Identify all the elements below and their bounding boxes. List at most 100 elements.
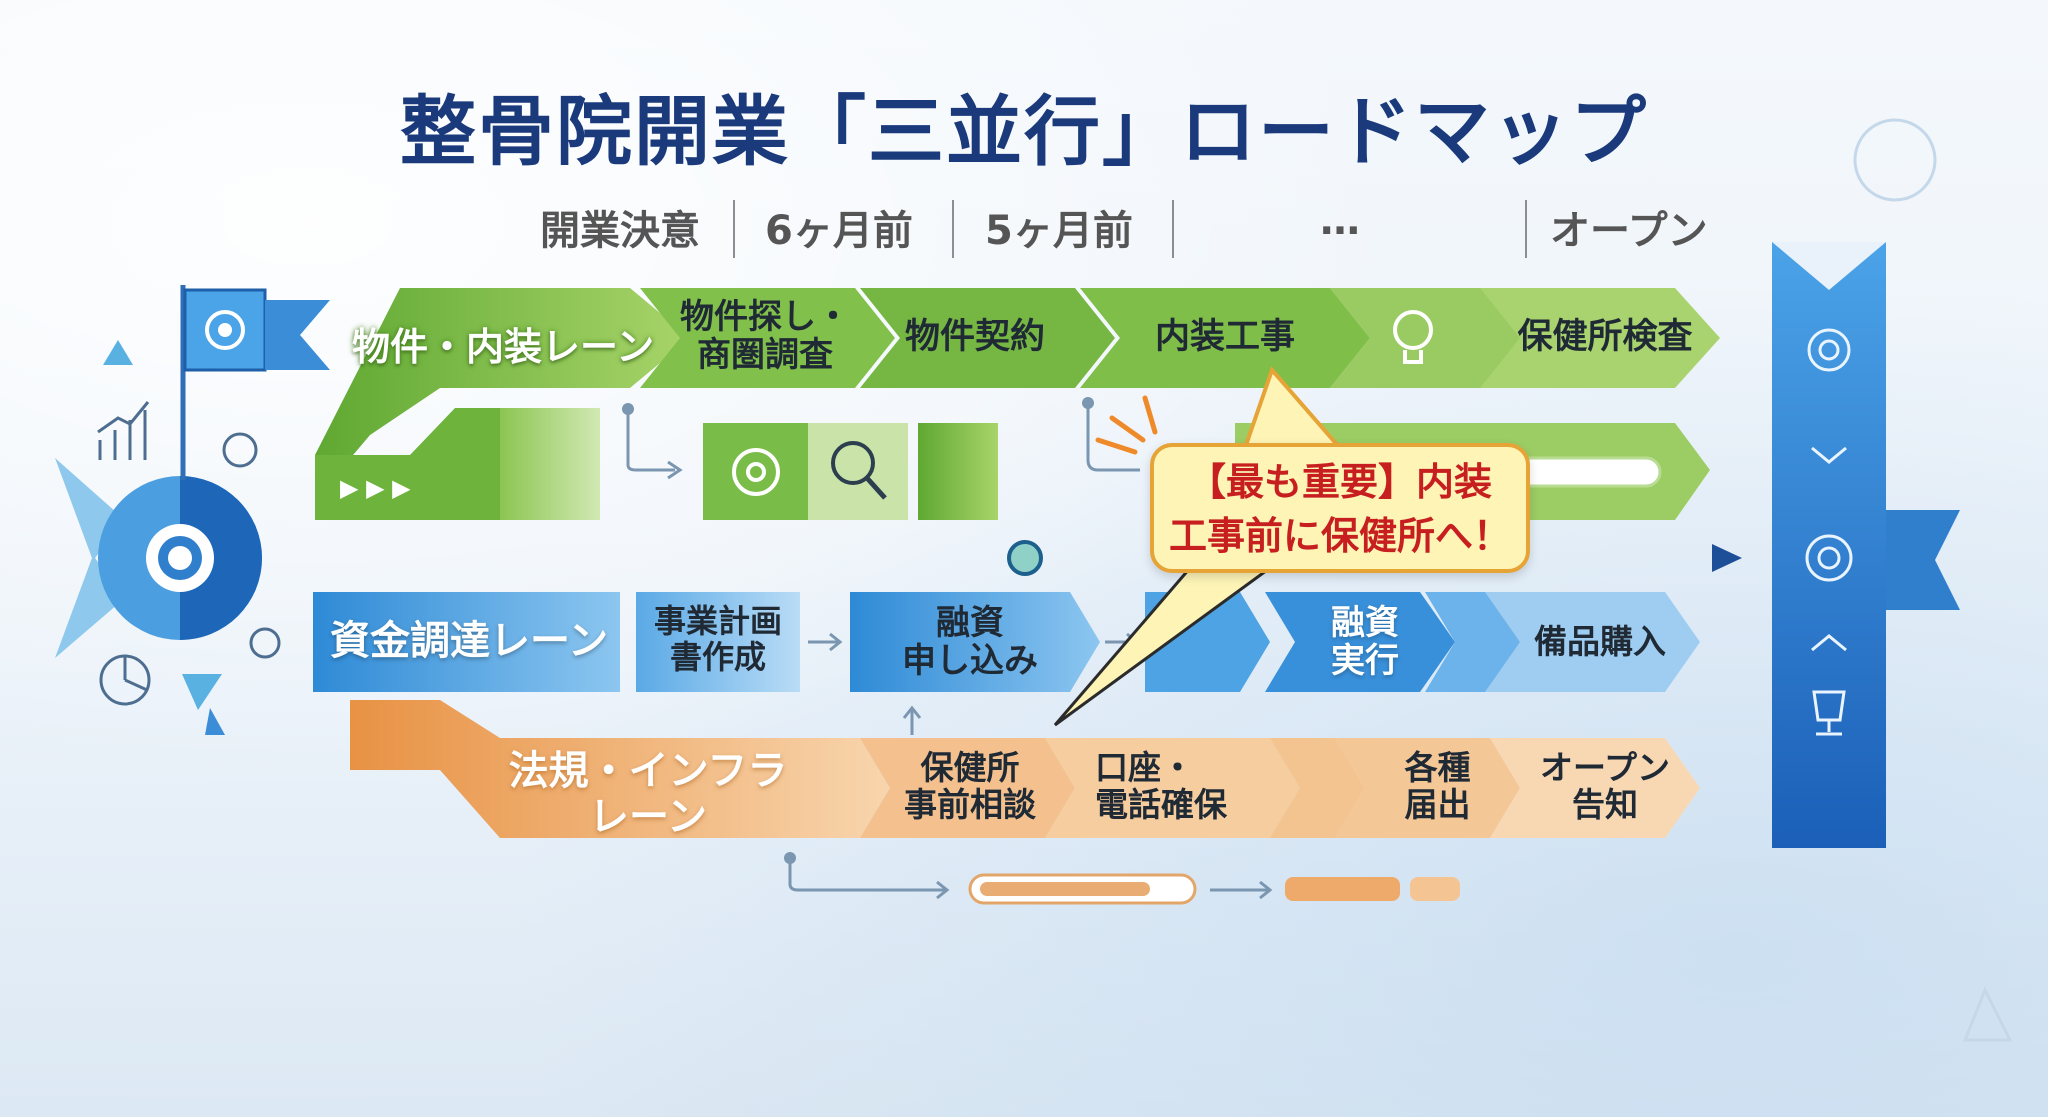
trophy-icon	[1812, 690, 1846, 736]
alert-ray	[1142, 395, 1158, 435]
alert-ray	[1109, 415, 1146, 443]
phase-label: 5ヶ月前	[985, 208, 1133, 254]
arrow-head	[829, 632, 843, 652]
phase-divider	[733, 200, 735, 258]
lane-ribbon	[313, 592, 620, 692]
step-label: 事業計画 書作成	[636, 602, 800, 676]
connector-dot	[784, 852, 796, 864]
step-label-line: オープン	[1539, 748, 1671, 787]
connector-dot	[1082, 397, 1094, 409]
target-icon	[1805, 534, 1853, 582]
magnifier-handle	[865, 476, 887, 500]
step-label: 保健所 事前相談	[880, 748, 1060, 824]
magnifier-icon	[831, 441, 875, 485]
lightbulb-base	[1403, 350, 1423, 364]
lane-block	[500, 408, 600, 520]
milestone-marker	[1007, 540, 1043, 576]
triangle-decor	[182, 674, 222, 710]
step-label-line: 電話確保	[1095, 784, 1227, 824]
trend-line	[97, 401, 150, 434]
step-chevron	[1080, 288, 1370, 388]
bar-chart-icon	[98, 410, 147, 460]
gear-icon	[732, 448, 780, 496]
step-chevron	[1270, 738, 1365, 838]
connector-arrow	[626, 410, 675, 472]
step-chevron	[860, 288, 1115, 388]
phase-label: 6ヶ月前	[765, 208, 913, 254]
start-ring-center	[168, 546, 192, 570]
progress-bar-fill	[980, 882, 1150, 896]
head-gear-icon	[222, 432, 258, 468]
progress-chip	[1410, 877, 1460, 901]
step-label-line: 告知	[1572, 784, 1638, 824]
flag-icon	[180, 285, 330, 480]
step-label-line: 融資	[1331, 603, 1399, 643]
step-label-line: 各種	[1404, 748, 1471, 787]
gear-icon-center	[746, 462, 766, 482]
property-lane-title: 物件・内装レーン	[352, 325, 655, 369]
step-chevron	[1265, 592, 1455, 692]
step-label: 内装工事	[1154, 317, 1295, 357]
legal-lane-title-line: 法規・インフラ	[508, 748, 788, 794]
lane-ribbon	[315, 288, 690, 500]
start-disc-half	[180, 476, 262, 640]
target-icon-ring	[1817, 546, 1841, 570]
step-label: 備品購入	[1534, 622, 1666, 661]
progress-chip	[1285, 877, 1400, 901]
step-chevron	[850, 592, 1100, 692]
step-label-line: 届出	[1404, 784, 1471, 824]
lane-block	[808, 423, 908, 520]
gear-icon-center	[218, 323, 232, 337]
lane-block	[918, 423, 998, 520]
step-label: 融資 実行	[1290, 604, 1440, 680]
phase-label: …	[1320, 198, 1360, 244]
timeline-arrowhead	[1712, 544, 1742, 572]
phase-divider	[1172, 200, 1174, 258]
triangle-decor	[103, 340, 133, 365]
step-chevron	[1480, 288, 1720, 388]
legal-lane-title-line: レーン	[589, 794, 707, 840]
lane-block	[703, 423, 808, 520]
alert-rays	[1095, 395, 1158, 455]
step-label: 物件契約	[904, 317, 1045, 357]
gear-icon	[249, 627, 281, 659]
chevron-up-icon	[1811, 634, 1847, 652]
target-icon-ring	[1818, 339, 1840, 361]
step-label: 各種 届出	[1355, 748, 1520, 824]
lane-ribbon-lower	[315, 408, 500, 520]
page-title: 整骨院開業「三並行」ロードマップ	[400, 87, 1648, 176]
step-chevron	[1335, 738, 1520, 838]
play-arrows-icon: ▶ ▶ ▶	[340, 474, 411, 502]
start-chevron	[55, 458, 125, 658]
goal-banner	[1772, 242, 1960, 848]
step-block	[636, 592, 800, 692]
step-label-line: 事前相談	[904, 784, 1036, 824]
arrow-head	[936, 880, 950, 900]
step-label-line: 保健所	[920, 748, 1020, 787]
pie-chart-slice	[123, 656, 148, 692]
callout-line: 【最も重要】内装	[1187, 460, 1492, 504]
background-decor	[1853, 118, 2013, 1042]
gear-icon	[205, 310, 245, 350]
banner-notch	[1772, 242, 1886, 290]
step-label-line: 事業計画	[653, 602, 782, 640]
step-label: 物件探し・ 商圏調査	[650, 298, 880, 374]
finance-lane	[313, 592, 1700, 692]
step-label-line: 口座・	[1095, 748, 1194, 787]
target-icon	[1807, 328, 1851, 372]
decor-ring	[1853, 118, 1937, 202]
step-label: 保健所検査	[1517, 317, 1693, 357]
phase-label: オープン	[1550, 208, 1708, 254]
step-label-line: 融資	[936, 603, 1004, 643]
step-label: 融資 申し込み	[870, 604, 1070, 680]
decor-triangle	[1962, 986, 2013, 1042]
flag-tail	[265, 300, 330, 370]
step-chevron	[1490, 738, 1700, 838]
arrow-head	[1259, 880, 1273, 900]
phase-label: 開業決意	[540, 208, 700, 254]
step-label-line: 書作成	[669, 637, 766, 676]
connector-dot	[622, 403, 634, 415]
left-decor-icons	[97, 401, 281, 706]
connector-arrow	[1086, 405, 1140, 472]
